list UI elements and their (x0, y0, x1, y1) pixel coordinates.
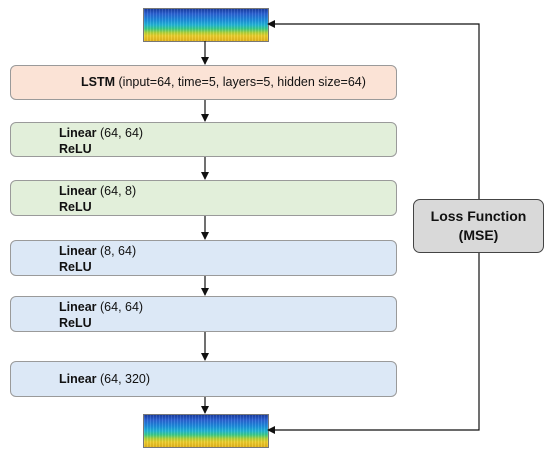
layer-params: (64, 64) (100, 300, 144, 314)
layer-name: Linear (59, 126, 97, 140)
linear-block-3: Linear (8, 64) ReLU (10, 240, 397, 276)
linear-block-5: Linear (64, 320) (10, 361, 397, 397)
layer-activation: ReLU (59, 142, 92, 156)
lstm-params: (input=64, time=5, layers=5, hidden size… (118, 75, 366, 89)
linear-block-1: Linear (64, 64) ReLU (10, 122, 397, 157)
layer-name: Linear (59, 244, 97, 258)
layer-params: (64, 64) (100, 126, 144, 140)
linear-block-4: Linear (64, 64) ReLU (10, 296, 397, 332)
layer-name: Linear (59, 300, 97, 314)
loss-to-output-arrow (267, 253, 480, 434)
input-spectrogram (143, 8, 269, 42)
layer-params: (64, 8) (100, 184, 137, 198)
loss-function-box: Loss Function (MSE) (413, 199, 544, 253)
lstm-block: LSTM (input=64, time=5, layers=5, hidden… (10, 65, 397, 100)
loss-title: Loss Function (430, 208, 527, 224)
loss-to-input-arrow (267, 20, 480, 199)
loss-subtitle: (MSE) (458, 227, 499, 243)
lstm-name: LSTM (81, 75, 116, 89)
layer-name: Linear (59, 372, 97, 386)
layer-activation: ReLU (59, 200, 92, 214)
layer-params: (64, 320) (100, 372, 151, 386)
linear-block-2: Linear (64, 8) ReLU (10, 180, 397, 216)
layer-name: Linear (59, 184, 97, 198)
output-spectrogram (143, 414, 269, 448)
layer-params: (8, 64) (100, 244, 137, 258)
layer-activation: ReLU (59, 316, 92, 330)
layer-activation: ReLU (59, 260, 92, 274)
